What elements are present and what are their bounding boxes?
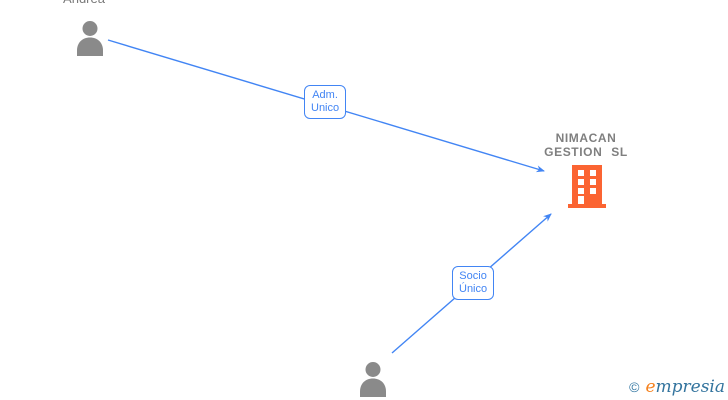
person-icon [357, 362, 389, 400]
person-icon [74, 21, 106, 60]
edge-label-line2: Unico [311, 102, 340, 114]
edge-label-line1: Adm. [312, 89, 338, 101]
company-name-line2: GESTION SL [544, 145, 628, 159]
person-top-label[interactable]: Andrea [63, 0, 105, 7]
brand-text: empresia [645, 377, 725, 397]
company-label[interactable]: NIMACAN GESTION SL [544, 131, 628, 159]
edge-label-line2: Único [459, 283, 488, 295]
edge-label-socio-unico[interactable]: Socio Único [452, 266, 495, 300]
company-name-line1: NIMACAN [555, 131, 617, 145]
brand-rest: mpresia [655, 377, 726, 397]
empresia-logo[interactable]: © empresia [629, 377, 725, 397]
company-node[interactable] [567, 165, 607, 208]
person-top-node[interactable] [74, 20, 106, 56]
brand-first-letter: e [645, 377, 656, 397]
building-icon [567, 165, 607, 212]
copyright-icon: © [629, 379, 640, 395]
edge-label-adm-unico[interactable]: Adm. Unico [304, 85, 347, 119]
edge-label-line1: Socio [459, 270, 487, 282]
person-bottom-node[interactable] [357, 361, 389, 397]
